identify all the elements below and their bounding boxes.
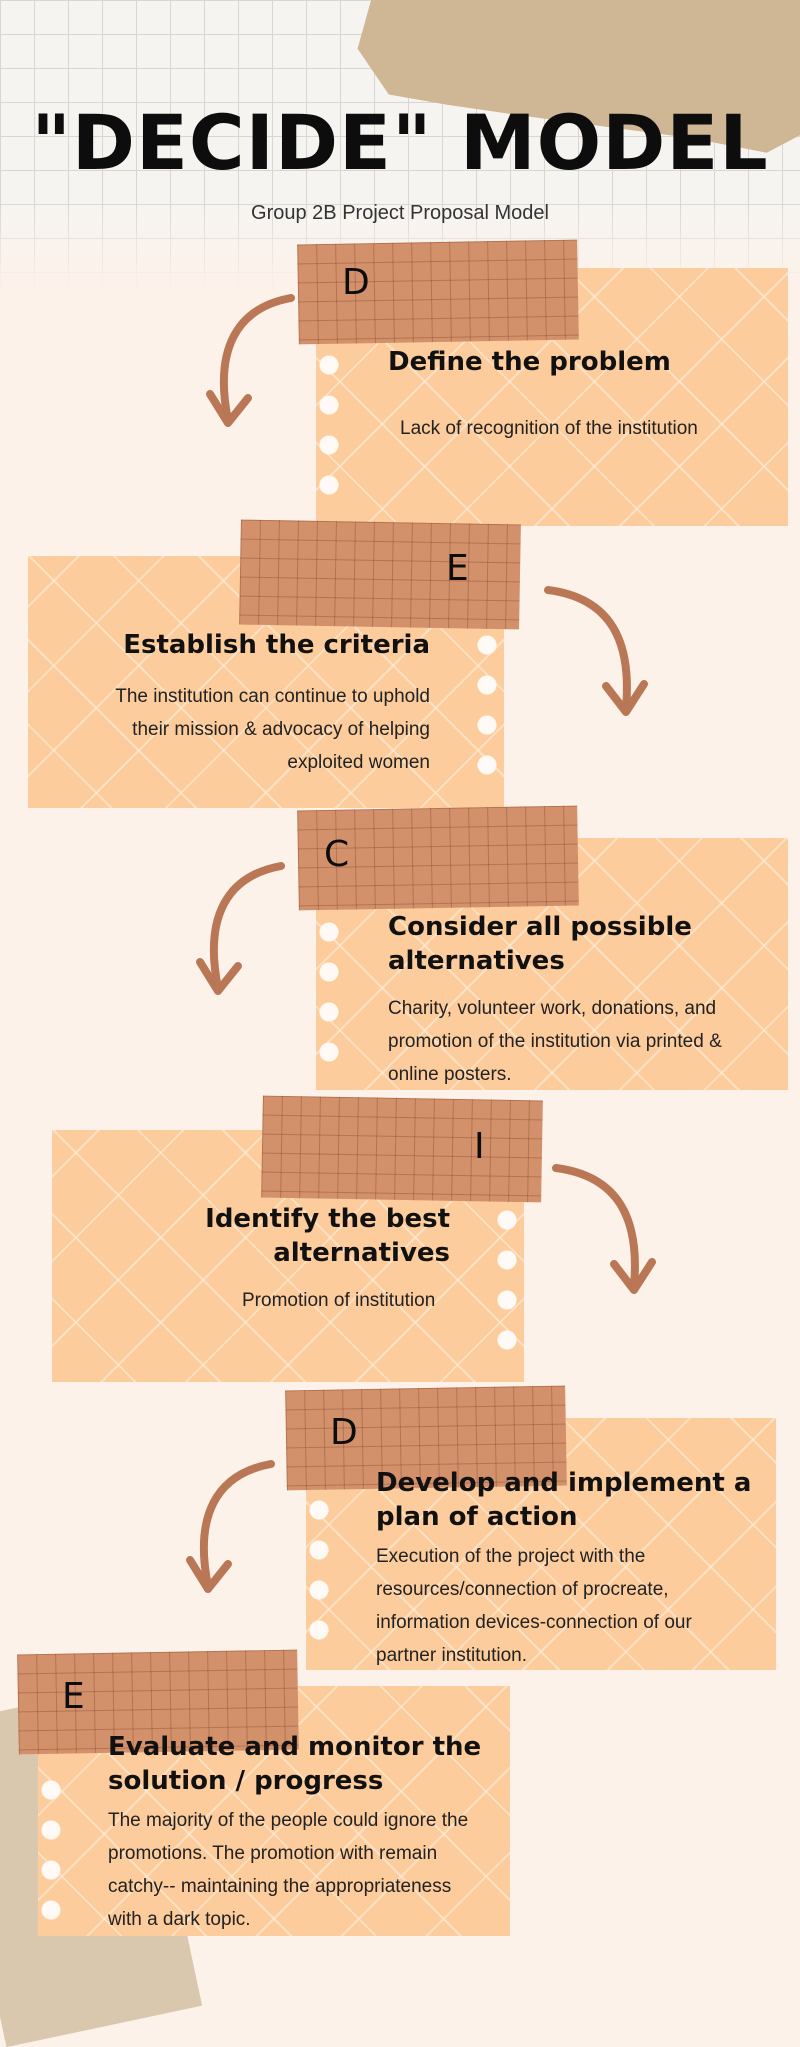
step-letter: C: [324, 834, 350, 875]
curved-arrow-icon: [552, 1164, 656, 1294]
page-title: "DECIDE" MODEL: [31, 98, 769, 187]
step-text: Execution of the project with the resour…: [376, 1546, 692, 1666]
step-letter: E: [446, 548, 469, 589]
notebook-holes: [316, 912, 342, 1072]
step-title: Establish the criteria: [123, 630, 430, 660]
step-title: Evaluate and monitor the solution / prog…: [108, 1732, 482, 1796]
notebook-holes: [306, 1490, 332, 1650]
letter-tape: [239, 519, 521, 630]
step-text: The institution can continue to uphold t…: [115, 686, 430, 773]
page-subtitle: Group 2B Project Proposal Model: [251, 202, 549, 224]
step-letter: E: [62, 1676, 85, 1717]
step-text: Promotion of institution: [242, 1290, 436, 1311]
step-text: Lack of recognition of the institution: [400, 418, 698, 439]
step-text: The majority of the people could ignore …: [108, 1810, 469, 1930]
step-title: Consider all possible alternatives: [388, 912, 692, 976]
step-title: Develop and implement a plan of action: [376, 1468, 752, 1532]
curved-arrow-icon: [186, 1460, 275, 1593]
curved-arrow-icon: [206, 294, 295, 427]
letter-tape: [297, 239, 579, 345]
letter-tape: [261, 1095, 543, 1203]
step-letter: I: [474, 1126, 485, 1167]
notebook-holes: [38, 1770, 64, 1920]
curved-arrow-icon: [544, 586, 648, 716]
notebook-holes: [316, 345, 342, 505]
curved-arrow-icon: [196, 862, 285, 995]
notebook-holes: [474, 625, 500, 790]
step-title: Identify the best alternatives: [205, 1204, 450, 1268]
notebook-holes: [494, 1200, 520, 1365]
step-text: Charity, volunteer work, donations, and …: [388, 998, 722, 1085]
step-title: Define the problem: [388, 347, 671, 377]
step-letter: D: [342, 262, 370, 303]
step-letter: D: [330, 1412, 358, 1453]
